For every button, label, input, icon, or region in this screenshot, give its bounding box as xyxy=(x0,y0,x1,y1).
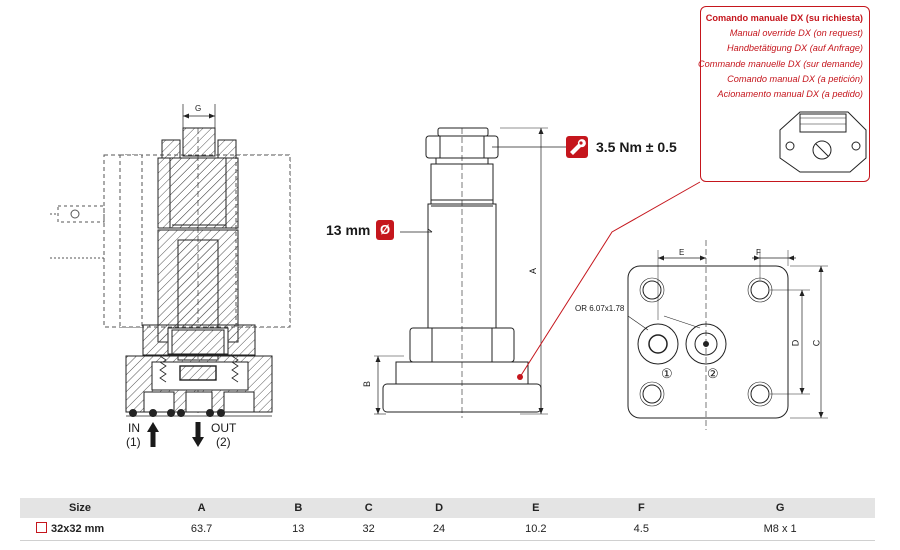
port-2-label: ② xyxy=(707,366,719,381)
wrench-icon xyxy=(566,136,588,158)
oring-label: OR 6.07x1.78 xyxy=(575,304,625,313)
size-value: 32x32 mm xyxy=(51,523,105,536)
override-line-en: Manual override DX (on request) xyxy=(729,28,863,39)
out-arrow-icon xyxy=(192,422,204,447)
port-out-number: (2) xyxy=(216,435,231,449)
cell-b: 13 xyxy=(263,518,334,541)
dimension-table: Size A B C D E F G 32x32 mm 63.7 13 32 2… xyxy=(20,498,875,541)
override-line-de: Handbetätigung DX (auf Anfrage) xyxy=(726,43,863,54)
override-leader xyxy=(517,181,701,380)
dim-g-label: G xyxy=(195,104,202,113)
section-view xyxy=(50,104,291,417)
cell-e: 10.2 xyxy=(474,518,598,541)
manual-override-text: Comando manuale DX (su richiesta) Manual… xyxy=(698,11,863,102)
port-out-label: OUT xyxy=(211,421,237,435)
override-line-fr: Commande manuelle DX (sur demande) xyxy=(698,58,863,69)
port-1-label: ① xyxy=(661,366,673,381)
dim-b-label: B xyxy=(362,380,373,388)
checkbox-icon[interactable] xyxy=(36,522,47,534)
table-row: 32x32 mm 63.7 13 32 24 10.2 4.5 M8 x 1 xyxy=(20,518,875,541)
header-size: Size xyxy=(20,498,140,518)
dim-f-label: F xyxy=(756,248,761,257)
header-a: A xyxy=(140,498,264,518)
cell-g: M8 x 1 xyxy=(685,518,875,541)
table-header-row: Size A B C D E F G xyxy=(20,498,875,518)
port-in-label: IN xyxy=(128,421,140,435)
header-f: F xyxy=(597,498,686,518)
override-line-es: Comando manual DX (a petición) xyxy=(727,73,863,84)
cell-c: 32 xyxy=(333,518,404,541)
bottom-view xyxy=(627,240,828,430)
override-thumbnail-front xyxy=(779,111,867,173)
diameter-value: 13 mm xyxy=(326,222,371,238)
header-e: E xyxy=(474,498,598,518)
override-line-pt: Acionamento manual DX (a pedido) xyxy=(717,89,863,100)
diameter-icon: Ø xyxy=(376,220,394,240)
torque-value: 3.5 Nm ± 0.5 xyxy=(596,139,677,155)
cell-f: 4.5 xyxy=(597,518,686,541)
dim-d-label: D xyxy=(790,339,801,347)
header-b: B xyxy=(263,498,334,518)
override-line-it: Comando manuale DX (su richiesta) xyxy=(705,13,863,23)
cell-a: 63.7 xyxy=(140,518,264,541)
header-c: C xyxy=(333,498,404,518)
header-d: D xyxy=(403,498,475,518)
dim-e-label: E xyxy=(679,248,685,257)
flow-arrows xyxy=(147,422,204,447)
dim-c-label: C xyxy=(811,339,822,347)
header-g: G xyxy=(685,498,875,518)
port-in-number: (1) xyxy=(126,435,141,449)
dim-a-label: A xyxy=(528,267,539,275)
cell-d: 24 xyxy=(403,518,475,541)
in-arrow-icon xyxy=(147,422,159,447)
size-cell[interactable]: 32x32 mm xyxy=(20,518,140,541)
side-view xyxy=(374,127,566,418)
